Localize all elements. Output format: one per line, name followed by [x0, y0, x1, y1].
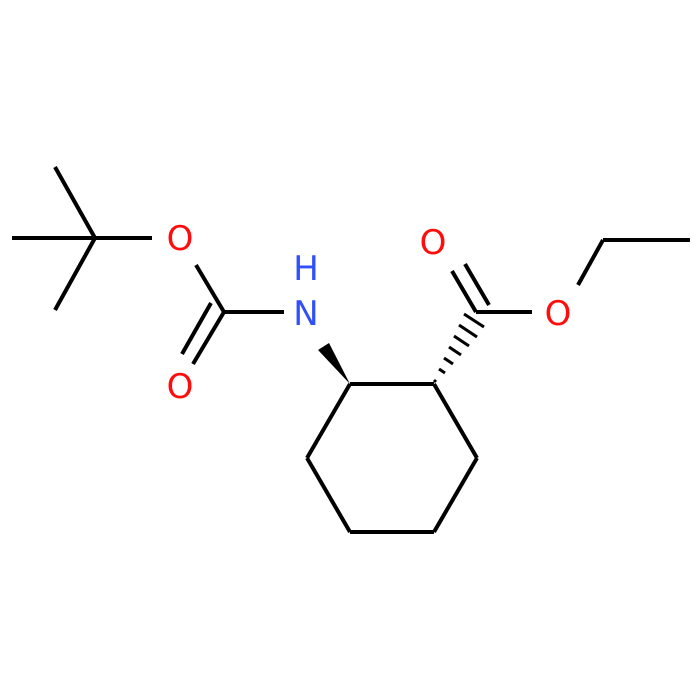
ring-bond-5: [305, 456, 352, 534]
ring-bond-6: [305, 382, 352, 460]
atom-o-ether-boc: O: [167, 219, 194, 259]
wedge-bond-n: [318, 343, 350, 384]
bond-carbonyl-double-1: [191, 310, 226, 366]
bond-tbu-methyl-bottom: [53, 237, 97, 311]
atom-h-amide: H: [293, 249, 319, 289]
ester-carbonyl-double-1: [450, 269, 478, 314]
bond-o-ethyl-ch2: [576, 239, 605, 286]
bond-carbonyl-double-2: [180, 302, 213, 355]
atom-n-amide: N: [293, 294, 318, 334]
ring-bond-2: [432, 382, 479, 460]
ring-bond-3: [432, 456, 479, 534]
atom-o-ether-ester: O: [545, 294, 572, 334]
bond-o-carbonyl-carbon: [194, 263, 226, 314]
atom-o-carbonyl-boc: O: [167, 367, 194, 407]
bond-tbu-methyl-top: [53, 166, 97, 239]
atom-o-carbonyl-ester: O: [420, 223, 447, 263]
hashed-bond-ester: [432, 312, 485, 384]
ester-carbonyl-double-2: [463, 262, 491, 307]
